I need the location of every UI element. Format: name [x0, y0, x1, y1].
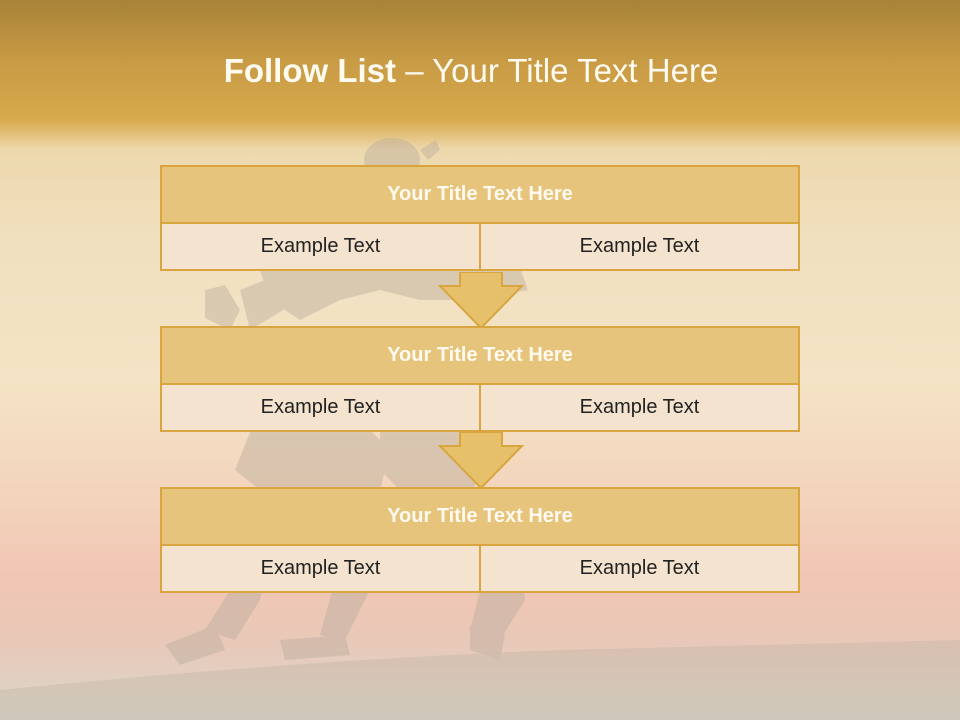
block-row: Example Text Example Text: [162, 224, 798, 269]
list-block-1: Your Title Text Here Example Text Exampl…: [160, 165, 800, 271]
down-arrow-icon: [438, 432, 524, 490]
block-cell-right: Example Text: [479, 224, 798, 269]
block-cell-left: Example Text: [260, 235, 381, 257]
block-cell-left: Example Text: [260, 557, 381, 579]
block-title: Your Title Text Here: [162, 167, 798, 224]
block-title: Your Title Text Here: [162, 489, 798, 546]
slide-title: Follow List – Your Title Text Here: [0, 52, 942, 90]
title-bold: Follow List: [223, 52, 397, 89]
block-row: Example Text Example Text: [162, 385, 798, 430]
down-arrow-icon: [438, 272, 524, 330]
block-title: Your Title Text Here: [162, 328, 798, 385]
title-rest: – Your Title Text Here: [405, 52, 719, 89]
block-cell-right: Example Text: [479, 385, 798, 430]
block-row: Example Text Example Text: [162, 546, 798, 591]
list-block-3: Your Title Text Here Example Text Exampl…: [160, 487, 800, 593]
block-cell-left: Example Text: [260, 396, 381, 418]
list-block-2: Your Title Text Here Example Text Exampl…: [160, 326, 800, 432]
block-cell-right: Example Text: [479, 546, 798, 591]
